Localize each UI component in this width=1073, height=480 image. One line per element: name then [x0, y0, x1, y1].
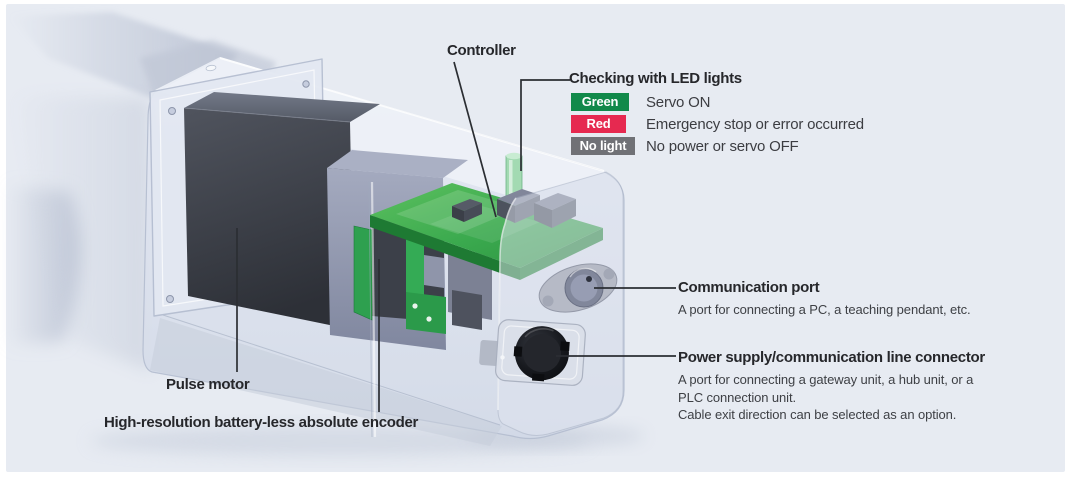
communication-port-connector: [538, 263, 618, 313]
power-supply-connector: [479, 319, 586, 386]
flange-screw-hole: [168, 107, 176, 115]
flange-screw-hole: [302, 80, 310, 88]
pulse-motor-body: [183, 92, 380, 330]
leader-line-led-lights: [520, 79, 570, 171]
leader-line-controller: [453, 61, 497, 218]
flange-screw-hole: [166, 295, 174, 303]
